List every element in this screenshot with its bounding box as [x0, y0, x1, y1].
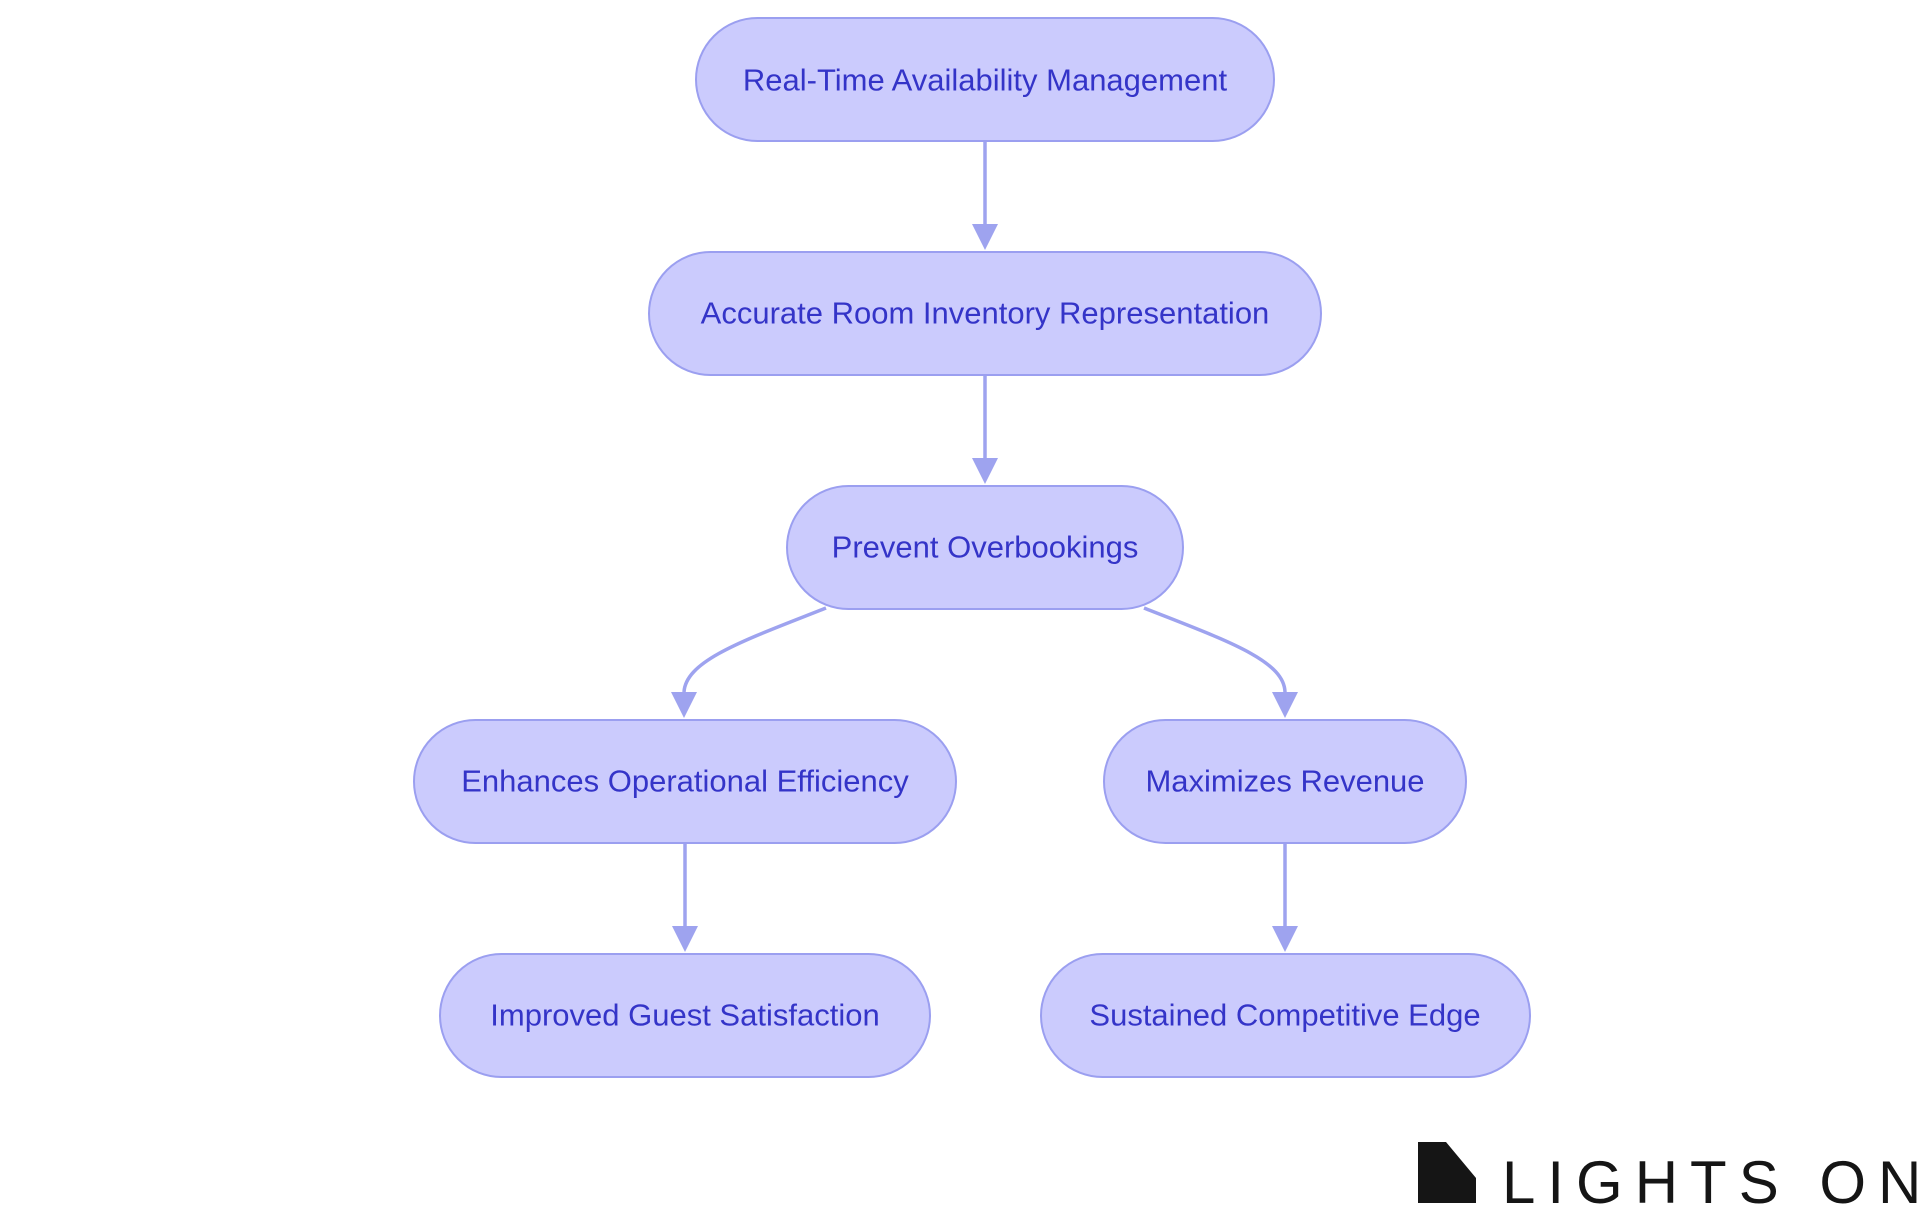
node-label: Prevent Overbookings: [832, 530, 1139, 565]
edges: [671, 141, 1298, 952]
node-overbookings: Prevent Overbookings: [786, 485, 1184, 610]
node-efficiency: Enhances Operational Efficiency: [413, 719, 957, 844]
arrowhead-icon: [972, 458, 998, 484]
node-label: Maximizes Revenue: [1145, 764, 1424, 799]
edge-overbookings-to-efficiency: [682, 606, 827, 693]
node-label: Real-Time Availability Management: [743, 63, 1228, 98]
arrowhead-icon: [672, 926, 698, 952]
node-realtime: Real-Time Availability Management: [695, 17, 1275, 142]
arrowhead-icon: [1272, 926, 1298, 952]
node-revenue: Maximizes Revenue: [1103, 719, 1467, 844]
lights-on-logo: LIGHTS ON: [1418, 1142, 1920, 1215]
edge-overbookings-to-revenue: [1143, 606, 1287, 693]
node-label: Accurate Room Inventory Representation: [701, 296, 1270, 331]
arrowhead-icon: [1272, 692, 1298, 718]
node-label: Sustained Competitive Edge: [1089, 998, 1480, 1033]
logo-text: LIGHTS ON: [1502, 1149, 1920, 1215]
node-label: Improved Guest Satisfaction: [490, 998, 879, 1033]
node-inventory: Accurate Room Inventory Representation: [648, 251, 1322, 376]
arrowhead-icon: [972, 224, 998, 250]
node-satisfaction: Improved Guest Satisfaction: [439, 953, 931, 1078]
node-competitive-edge: Sustained Competitive Edge: [1040, 953, 1531, 1078]
lights-on-logo-mark-icon: [1418, 1142, 1476, 1203]
arrowhead-icon: [671, 692, 697, 718]
node-label: Enhances Operational Efficiency: [461, 764, 909, 799]
